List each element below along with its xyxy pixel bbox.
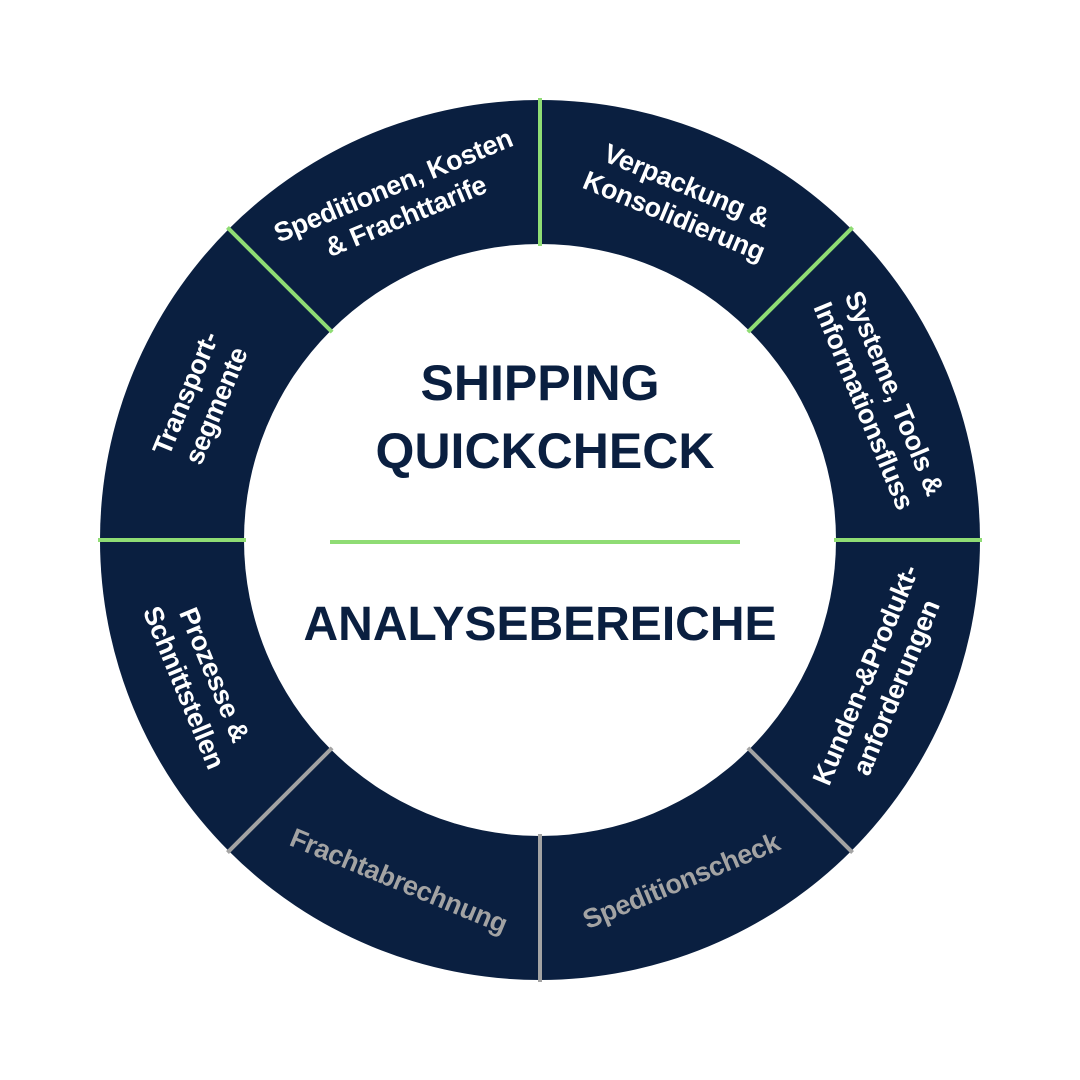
- subtitle: ANALYSEBEREICHE: [304, 598, 777, 651]
- title-line-2: QUICKCHECK: [376, 423, 715, 479]
- segment-divider: [746, 746, 854, 854]
- segment-divider: [746, 226, 854, 334]
- title-line-1: SHIPPING: [421, 355, 660, 411]
- segment-divider: [226, 226, 334, 334]
- segment-divider: [226, 746, 334, 854]
